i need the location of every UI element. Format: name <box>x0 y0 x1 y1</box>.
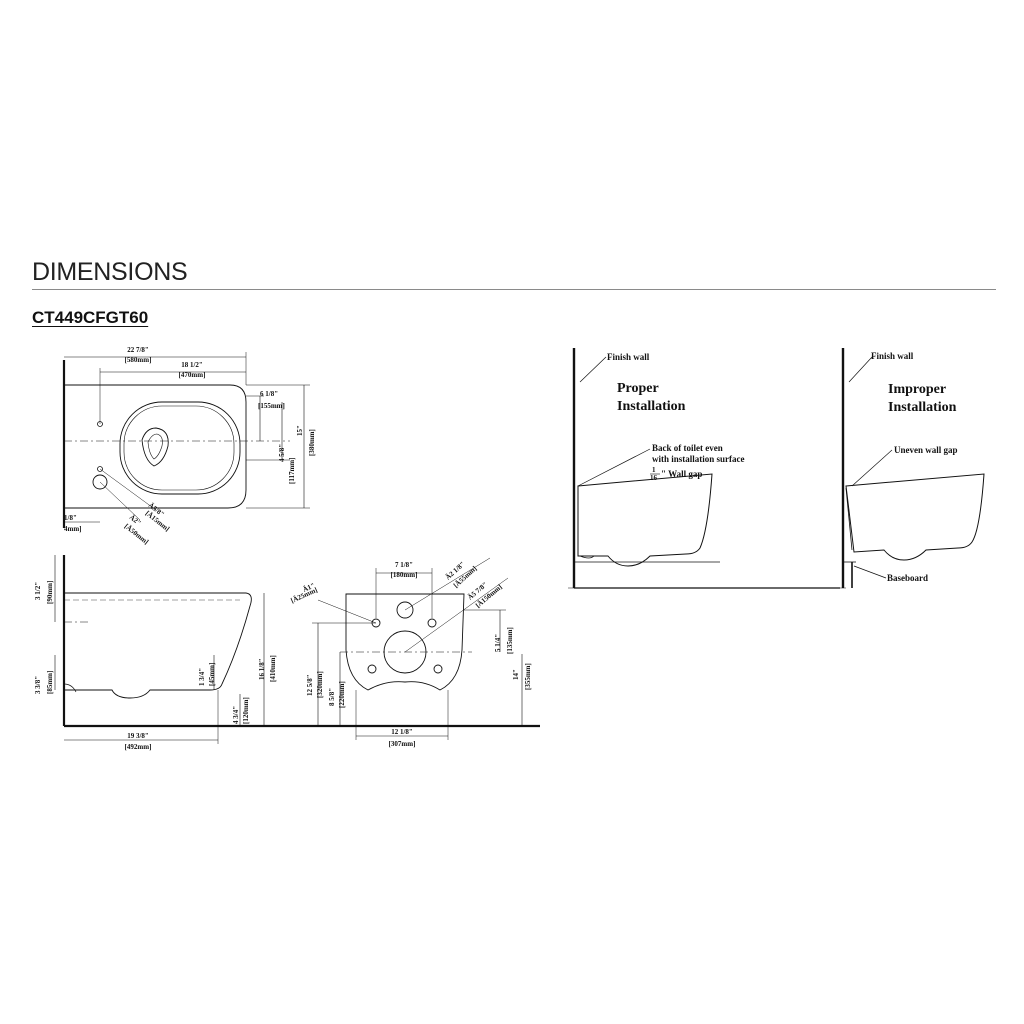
proper-wall-label: Finish wall <box>607 352 650 362</box>
top-view-bowl <box>123 405 235 491</box>
dim-total: 14" <box>512 669 520 680</box>
leader-improper-wall <box>848 356 873 383</box>
proper-installation: Finish wall Proper Installation Back of … <box>572 348 840 589</box>
proper-toilet <box>577 473 713 567</box>
dim-width-mm: [307mm] <box>389 740 416 748</box>
proper-note-2: with installation surface <box>652 454 745 464</box>
baseboard-label: Baseboard <box>887 573 928 583</box>
dim-depth-mm: [380mm] <box>308 429 316 456</box>
dim-front-offset-mm: [155mm] <box>258 402 285 410</box>
proper-title-2: Installation <box>617 399 686 414</box>
back-view-hole-bl <box>367 664 377 674</box>
dim-length-mm: [492mm] <box>125 743 152 751</box>
dim-bowl-width: 18 1/2" <box>181 361 203 369</box>
back-view-outline <box>345 593 465 691</box>
side-view: 3 1/2" [90mm] 3 3/8" [85mm] 1 3/4" [45mm… <box>34 555 540 751</box>
dim-edge: 1/8" <box>64 514 77 522</box>
proper-rear <box>579 555 595 559</box>
dim-left-mm: [320mm] <box>316 671 324 698</box>
dim-bottom-mm: [85mm] <box>46 671 54 694</box>
dim-height: 16 1/8" <box>258 658 266 680</box>
dim-right-mm: [135mm] <box>506 627 514 654</box>
dim-floor: 4 3/4" <box>232 706 240 724</box>
dim-left2: 8 5/8" <box>328 688 336 706</box>
improper-toilet <box>845 473 985 561</box>
dim-overall-width-mm: [580mm] <box>125 356 152 364</box>
dim-depth: 15" <box>296 425 304 436</box>
dim-left: 12 5/8" <box>306 674 314 696</box>
dim-top-height: 3 1/2" <box>34 582 42 600</box>
dim-total-mm: [355mm] <box>524 663 532 690</box>
leader-bolt <box>317 599 377 624</box>
leader-proper-note <box>577 448 651 487</box>
top-view-outline <box>64 384 247 509</box>
improper-title-2: Installation <box>888 400 957 415</box>
improper-wall-label: Finish wall <box>871 351 914 361</box>
model-number: CT449CFGT60 <box>32 308 149 327</box>
side-view-body <box>64 592 252 699</box>
dim-spacing: 7 1/8" <box>395 561 413 569</box>
side-view-rear <box>63 683 77 693</box>
proper-frac-num: 1 <box>652 466 656 474</box>
top-view-small-hole <box>97 466 103 472</box>
dim-width: 12 1/8" <box>391 728 413 736</box>
top-view-pipe <box>92 474 108 490</box>
dim-front-offset: 6 1/8" <box>260 390 278 398</box>
leader-baseboard <box>853 565 887 579</box>
top-view-drain <box>141 427 169 467</box>
leader-uneven-gap <box>851 449 893 487</box>
leader-finish-wall <box>579 356 607 383</box>
proper-gap: " Wall gap <box>661 469 702 479</box>
leader-pipe <box>99 481 141 521</box>
back-view-hole-br <box>433 664 443 674</box>
dim-left2-mm: [220mm] <box>338 681 346 708</box>
proper-note-1: Back of toilet even <box>652 443 723 453</box>
dim-edge-mm: 4mm] <box>64 525 82 533</box>
section-title: DIMENSIONS <box>32 258 188 286</box>
back-view: 7 1/8" [180mm] Ä1" [Ä25mm] Ä2 1/8" [Ä55m… <box>290 557 532 748</box>
dim-length: 19 3/8" <box>127 732 149 740</box>
dim-bottom: 3 3/8" <box>34 676 42 694</box>
top-view-drain-inner <box>147 433 163 460</box>
dim-height-mm: [410mm] <box>269 655 277 682</box>
dim-side-offset: 4 5/8" <box>278 444 286 462</box>
leader-center <box>404 557 491 611</box>
top-view: 22 7/8" [580mm] 18 1/2" [470mm] 6 1/8" [… <box>62 346 316 546</box>
proper-frac-den: 16 <box>650 474 658 482</box>
proper-title-1: Proper <box>617 381 659 396</box>
dim-top-height-mm: [90mm] <box>46 581 54 604</box>
leader-hole <box>99 468 157 511</box>
dim-bowl-width-mm: [470mm] <box>179 371 206 379</box>
dim-overall-width: 22 7/8" <box>127 346 149 354</box>
dim-floor-mm: [120mm] <box>242 697 250 724</box>
dim-mid-mm: [45mm] <box>208 663 216 686</box>
leader-outlet <box>404 577 509 653</box>
improper-title-1: Improper <box>888 382 946 397</box>
top-view-seat <box>119 401 241 495</box>
dim-right: 5 1/4" <box>494 634 502 652</box>
improper-gap-line <box>845 487 853 551</box>
dim-side-offset-mm: [117mm] <box>288 458 296 484</box>
title-rule <box>32 289 996 290</box>
improper-note: Uneven wall gap <box>894 445 958 455</box>
improper-installation: Finish wall Improper Installation Uneven… <box>841 348 985 588</box>
back-view-center-hole <box>396 601 414 619</box>
dim-spacing-mm: [180mm] <box>391 571 418 579</box>
dim-mid: 1 3/4" <box>198 668 206 686</box>
back-view-bolt-right <box>427 618 437 628</box>
